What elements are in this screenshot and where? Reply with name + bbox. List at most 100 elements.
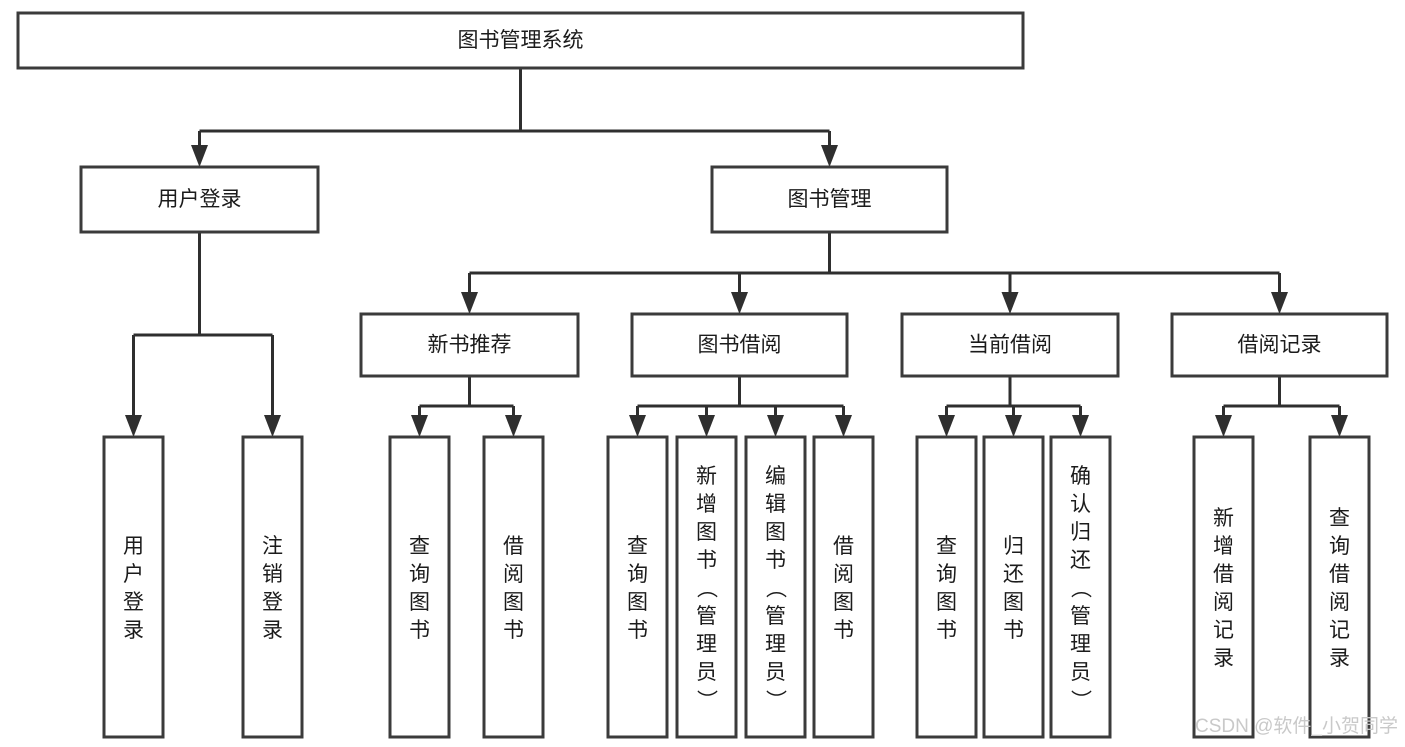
node-label-char: 管 bbox=[765, 605, 786, 628]
arrow-head-leaf_return_book bbox=[1005, 415, 1022, 437]
node-label-char: 书 bbox=[936, 619, 957, 642]
node-box[interactable] bbox=[630, 312, 849, 378]
node-label-char: 图 bbox=[627, 591, 648, 614]
node-label-char: （ bbox=[764, 577, 787, 598]
connector-group-borrow_record bbox=[1215, 376, 1348, 437]
node-book-manage[interactable]: 图书管理 bbox=[710, 165, 949, 234]
node-leaf-user-login[interactable]: 用户登录 bbox=[102, 435, 165, 739]
node-label-char: 书 bbox=[1003, 619, 1024, 642]
node-label-char: 询 bbox=[1329, 535, 1350, 558]
node-label-char: 增 bbox=[1213, 535, 1234, 558]
node-label-char: 管 bbox=[1070, 605, 1091, 628]
arrow-head-book_manage bbox=[821, 145, 838, 167]
node-box[interactable] bbox=[16, 11, 1025, 70]
node-box[interactable] bbox=[744, 435, 807, 739]
arrow-head-leaf_logout bbox=[264, 415, 281, 437]
node-label-char: 阅 bbox=[503, 563, 524, 586]
node-label-char: 增 bbox=[696, 493, 717, 516]
node-box[interactable] bbox=[102, 435, 165, 739]
node-box[interactable] bbox=[359, 312, 580, 378]
connector-group-current_borrow bbox=[938, 376, 1089, 437]
node-label-char: 书 bbox=[409, 619, 430, 642]
node-label-char: 还 bbox=[1070, 549, 1091, 572]
node-label-char: 理 bbox=[1070, 633, 1091, 656]
node-box[interactable] bbox=[388, 435, 451, 739]
node-root[interactable]: 图书管理系统 bbox=[16, 11, 1025, 70]
node-box[interactable] bbox=[982, 435, 1045, 739]
node-label-char: 查 bbox=[409, 535, 430, 558]
node-current-borrow[interactable]: 当前借阅 bbox=[900, 312, 1120, 378]
node-label-char: 阅 bbox=[833, 563, 854, 586]
node-label-char: 归 bbox=[1070, 521, 1091, 544]
node-box[interactable] bbox=[710, 165, 949, 234]
node-label-char: 图 bbox=[936, 591, 957, 614]
node-label-char: 录 bbox=[1213, 647, 1234, 670]
arrow-head-leaf_confirm_return bbox=[1072, 415, 1089, 437]
node-label-char: 辑 bbox=[765, 493, 786, 516]
node-box[interactable] bbox=[1192, 435, 1255, 739]
node-label: 图书借阅 bbox=[698, 334, 782, 357]
node-box[interactable] bbox=[79, 165, 320, 234]
arrow-head-leaf_add_record bbox=[1215, 415, 1232, 437]
node-label: 当前借阅 bbox=[968, 334, 1052, 357]
node-box[interactable] bbox=[675, 435, 738, 739]
node-box[interactable] bbox=[606, 435, 669, 739]
node-label-char: 销 bbox=[262, 563, 283, 586]
arrow-head-new_book_rec bbox=[461, 292, 478, 314]
node-label-char: 图 bbox=[503, 591, 524, 614]
node-box[interactable] bbox=[915, 435, 978, 739]
node-box[interactable] bbox=[900, 312, 1120, 378]
node-label-char: 编 bbox=[765, 465, 786, 488]
node-label-char: 员 bbox=[696, 661, 717, 684]
node-box[interactable] bbox=[1170, 312, 1389, 378]
node-user-login[interactable]: 用户登录 bbox=[79, 165, 320, 234]
node-label-char: 图 bbox=[409, 591, 430, 614]
node-label-char: 图 bbox=[1003, 591, 1024, 614]
node-box[interactable] bbox=[482, 435, 545, 739]
node-new-book-rec[interactable]: 新书推荐 bbox=[359, 312, 580, 378]
node-label-char: 阅 bbox=[1329, 591, 1350, 614]
node-label-char: 查 bbox=[1329, 507, 1350, 530]
node-book-borrow[interactable]: 图书借阅 bbox=[630, 312, 849, 378]
node-box[interactable] bbox=[812, 435, 875, 739]
node-label-char: 录 bbox=[123, 619, 144, 642]
node-label-char: 员 bbox=[1070, 661, 1091, 684]
node-borrow-record[interactable]: 借阅记录 bbox=[1170, 312, 1389, 378]
node-label-char: 询 bbox=[627, 563, 648, 586]
node-label: 图书管理系统 bbox=[458, 29, 584, 52]
arrow-head-current_borrow bbox=[1001, 292, 1019, 314]
node-label-char: 询 bbox=[936, 563, 957, 586]
arrow-head-borrow_record bbox=[1271, 292, 1288, 314]
node-box[interactable] bbox=[241, 435, 304, 739]
arrow-head-leaf_edit_book bbox=[767, 415, 784, 437]
arrow-head-leaf_add_book bbox=[698, 415, 715, 437]
node-label-char: ） bbox=[764, 689, 787, 710]
arrow-head-leaf_borrow_book_b bbox=[835, 415, 852, 437]
node-box[interactable] bbox=[1308, 435, 1371, 739]
node-label-char: 确 bbox=[1070, 465, 1091, 488]
node-label-char: 阅 bbox=[1213, 591, 1234, 614]
node-label: 新书推荐 bbox=[428, 334, 512, 357]
node-label-char: 理 bbox=[696, 633, 717, 656]
node-label-char: （ bbox=[1069, 577, 1092, 598]
node-label-char: ） bbox=[1069, 689, 1092, 710]
node-label-char: 录 bbox=[1329, 647, 1350, 670]
node-label-char: 还 bbox=[1003, 563, 1024, 586]
node-box[interactable] bbox=[1049, 435, 1112, 739]
node-label-char: 理 bbox=[765, 633, 786, 656]
node-label-char: 借 bbox=[1213, 563, 1234, 586]
node-label-char: 记 bbox=[1213, 619, 1234, 642]
